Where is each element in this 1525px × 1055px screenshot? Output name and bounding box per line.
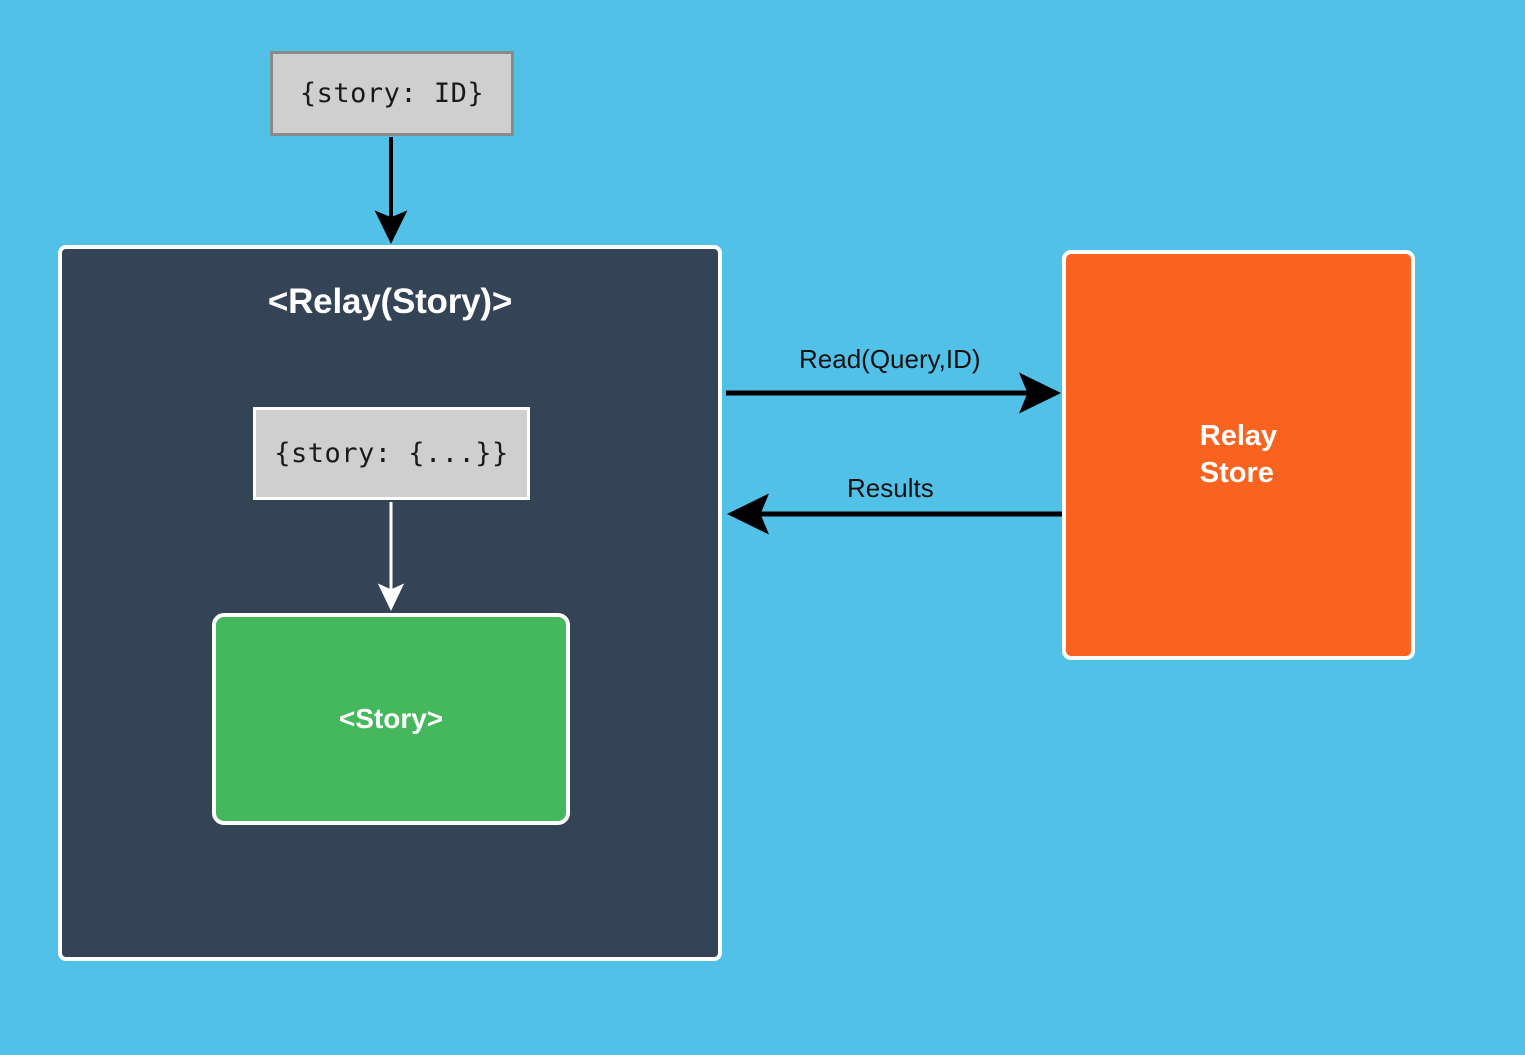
props-box: {story: ID}	[270, 51, 514, 136]
resolved-data-box: {story: {...}}	[253, 407, 530, 500]
relay-store-line-1: Relay	[1199, 419, 1278, 452]
relay-store-label: Relay Store	[1200, 418, 1277, 492]
story-component-box: <Story>	[212, 613, 570, 825]
edge-label-read: Read(Query,ID)	[799, 344, 981, 374]
edge-label-results: Results	[847, 473, 934, 503]
relay-store-line-2: Store	[1199, 457, 1274, 489]
relay-story-container: <Relay(Story)>	[58, 245, 722, 961]
relay-store-box: Relay Store	[1062, 250, 1415, 660]
relay-story-title: <Relay(Story)>	[267, 282, 513, 321]
story-component-label: <Story>	[338, 703, 444, 734]
props-box-code: {story: ID}	[299, 78, 485, 109]
resolved-data-code: {story: {...}}	[274, 438, 509, 469]
